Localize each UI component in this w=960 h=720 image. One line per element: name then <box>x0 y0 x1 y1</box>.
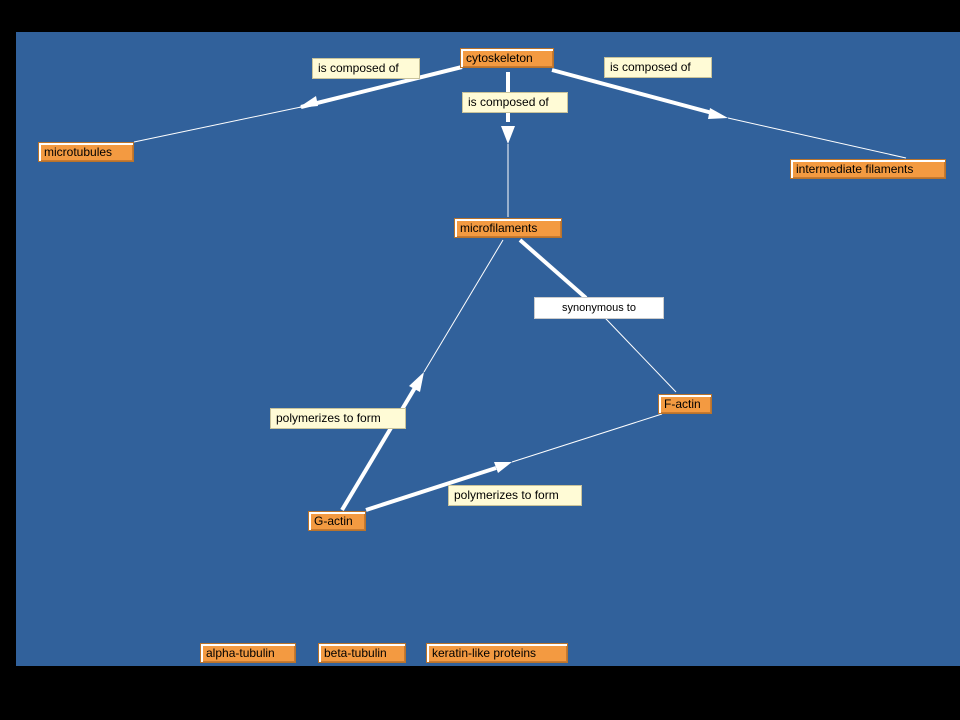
edge-g-actin-polymerizes-up <box>340 384 418 512</box>
link-synonymous-to[interactable]: synonymous to <box>534 297 664 319</box>
link-polymerizes-to-form-right[interactable]: polymerizes to form <box>448 485 582 506</box>
concept-beta-tubulin[interactable]: beta-tubulin <box>318 643 406 663</box>
arrowhead-to-intermediate <box>708 108 728 119</box>
concept-f-actin[interactable]: F-actin <box>658 394 712 414</box>
concept-keratin-like-proteins[interactable]: keratin-like proteins <box>426 643 568 663</box>
link-polymerizes-to-form-up[interactable]: polymerizes to form <box>270 408 406 429</box>
edge-microfilaments-synonymous <box>518 238 588 300</box>
edge-up-to-microfilaments <box>423 239 504 373</box>
link-is-composed-of-left[interactable]: is composed of <box>312 58 420 79</box>
concept-intermediate-filaments[interactable]: intermediate filaments <box>790 159 946 179</box>
edge-cytoskeleton-composed-right <box>551 68 717 116</box>
arrowhead-to-microtubules <box>298 96 318 108</box>
concept-microfilaments[interactable]: microfilaments <box>454 218 562 238</box>
edge-to-microtubules <box>133 106 302 143</box>
edge-g-actin-polymerizes-right <box>365 466 497 512</box>
arrowhead-to-f-actin <box>494 462 512 473</box>
concept-alpha-tubulin[interactable]: alpha-tubulin <box>200 643 296 663</box>
concept-cytoskeleton[interactable]: cytoskeleton <box>460 48 554 68</box>
arrowhead-to-microfilaments <box>501 126 515 144</box>
edge-to-intermediate <box>727 117 907 159</box>
link-is-composed-of-center[interactable]: is composed of <box>462 92 568 113</box>
link-is-composed-of-right[interactable]: is composed of <box>604 57 712 78</box>
connection-lines <box>133 65 907 512</box>
arrowhead-up-to-microfilaments <box>409 372 424 392</box>
edge-right-to-f-actin <box>511 413 663 463</box>
concept-g-actin[interactable]: G-actin <box>308 511 366 531</box>
concept-map-canvas: cytoskeleton microtubules microfilaments… <box>16 32 960 666</box>
concept-microtubules[interactable]: microtubules <box>38 142 134 162</box>
edge-cytoskeleton-composed-left <box>300 65 463 109</box>
